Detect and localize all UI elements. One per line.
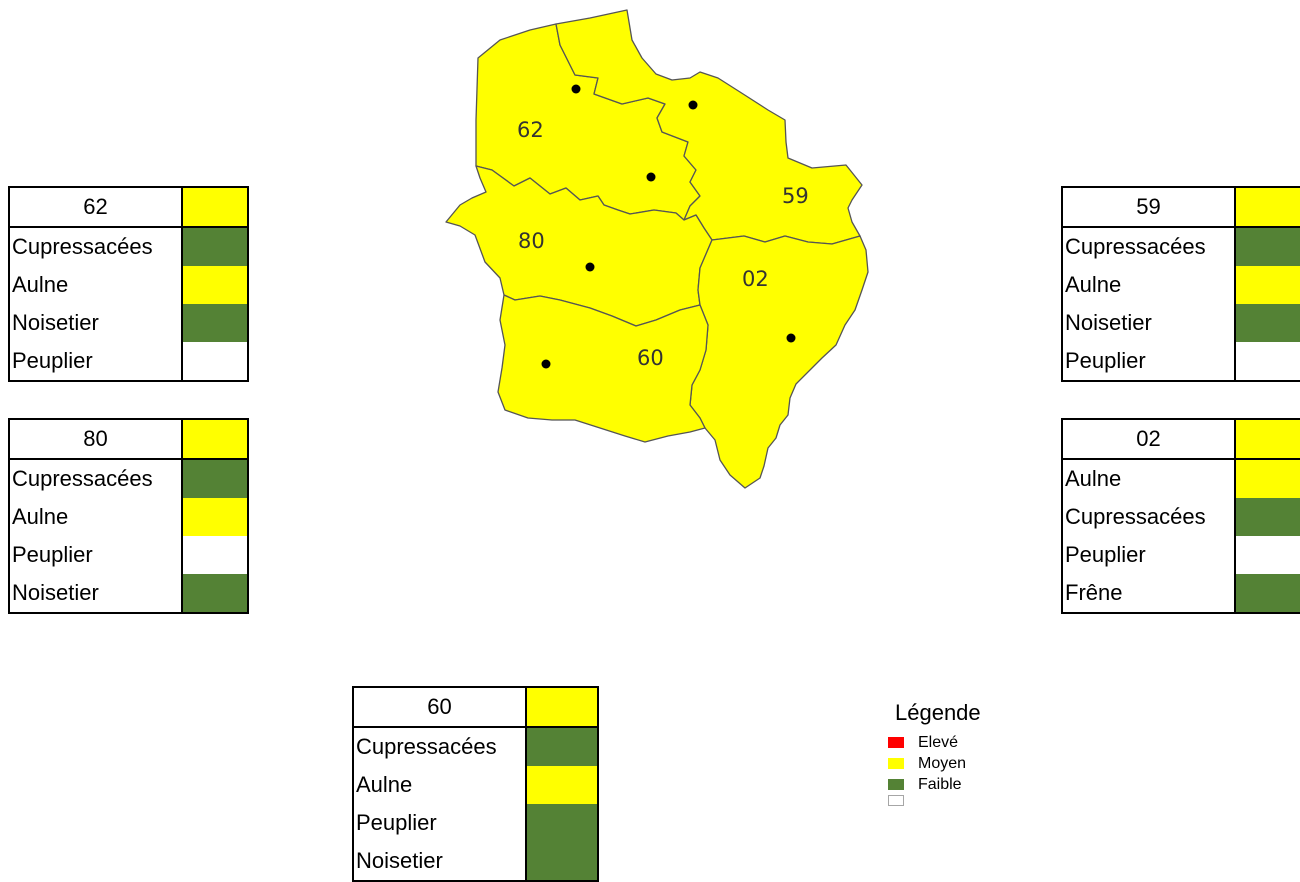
legend-label: Elevé <box>918 733 959 751</box>
map-label-59: 59 <box>782 184 809 208</box>
species-name: Peuplier <box>8 536 183 574</box>
species-level-swatch <box>1235 536 1300 574</box>
species-level-swatch <box>1235 459 1300 498</box>
species-level-swatch <box>1235 266 1300 304</box>
legend-label: Faible <box>918 775 962 793</box>
species-name: Frêne <box>1061 574 1236 614</box>
species-name: Cupressacées <box>1061 227 1236 266</box>
species-name: Peuplier <box>8 342 183 382</box>
species-name: Cupressacées <box>8 227 183 266</box>
dept-level-swatch <box>182 418 249 460</box>
species-name: Noisetier <box>8 304 183 342</box>
species-name: Aulne <box>1061 266 1236 304</box>
dept-02-shape[interactable] <box>689 235 869 489</box>
map-label-02: 02 <box>742 267 769 291</box>
species-level-swatch <box>1235 227 1300 266</box>
species-level-swatch <box>182 304 249 342</box>
dept-code: 62 <box>8 186 183 228</box>
legend: Légende Elevé Moyen Faible <box>888 700 981 809</box>
species-name: Peuplier <box>1061 342 1236 382</box>
species-level-swatch <box>182 536 249 574</box>
legend-title: Légende <box>895 700 981 725</box>
map-label-60: 60 <box>637 346 664 370</box>
species-name: Peuplier <box>352 804 527 842</box>
dept-code: 02 <box>1061 418 1236 460</box>
species-name: Aulne <box>8 266 183 304</box>
dept-level-swatch <box>526 686 599 728</box>
dept-table-60: 60 Cupressacées Aulne Peuplier Noisetier <box>352 686 599 882</box>
city-marker-80 <box>585 262 595 272</box>
species-level-swatch <box>182 498 249 536</box>
map-label-80: 80 <box>518 229 545 253</box>
legend-item-faible: Faible <box>888 774 981 795</box>
species-level-swatch <box>1235 342 1300 382</box>
species-level-swatch <box>1235 304 1300 342</box>
legend-label: Moyen <box>918 754 967 772</box>
city-marker-62-south <box>646 172 656 182</box>
species-name: Peuplier <box>1061 536 1236 574</box>
dept-level-swatch <box>1235 418 1300 460</box>
species-name: Cupressacées <box>8 459 183 498</box>
dept-code: 80 <box>8 418 183 460</box>
species-level-swatch <box>182 574 249 614</box>
species-level-swatch <box>1235 574 1300 614</box>
dept-table-80: 80 Cupressacées Aulne Peuplier Noisetier <box>8 418 249 614</box>
legend-item-nul <box>888 795 981 809</box>
species-level-swatch <box>182 459 249 498</box>
dept-60-shape[interactable] <box>497 294 709 443</box>
dept-level-swatch <box>1235 186 1300 228</box>
city-marker-60 <box>541 359 551 369</box>
dept-code: 59 <box>1061 186 1236 228</box>
species-level-swatch <box>526 842 599 882</box>
species-level-swatch <box>182 266 249 304</box>
species-name: Cupressacées <box>1061 498 1236 536</box>
map-label-62: 62 <box>517 118 544 142</box>
species-level-swatch <box>526 804 599 842</box>
dept-table-62: 62 Cupressacées Aulne Noisetier Peuplier <box>8 186 249 382</box>
species-name: Aulne <box>8 498 183 536</box>
species-name: Noisetier <box>1061 304 1236 342</box>
species-name: Noisetier <box>8 574 183 614</box>
legend-item-eleve: Elevé <box>888 732 981 753</box>
species-name: Noisetier <box>352 842 527 882</box>
city-marker-02 <box>786 333 796 343</box>
species-name: Cupressacées <box>352 727 527 766</box>
dept-code: 60 <box>352 686 527 728</box>
dept-table-59: 59 Cupressacées Aulne Noisetier Peuplier <box>1061 186 1300 382</box>
species-level-swatch <box>182 227 249 266</box>
species-level-swatch <box>182 342 249 382</box>
legend-item-moyen: Moyen <box>888 753 981 774</box>
legend-swatch <box>888 737 904 748</box>
city-marker-59-north <box>688 100 698 110</box>
species-level-swatch <box>526 766 599 804</box>
dept-table-02: 02 Aulne Cupressacées Peuplier Frêne <box>1061 418 1300 614</box>
species-level-swatch <box>1235 498 1300 536</box>
city-marker-62-north <box>571 84 581 94</box>
legend-swatch <box>888 779 904 790</box>
species-name: Aulne <box>1061 459 1236 498</box>
legend-swatch <box>888 795 904 806</box>
legend-swatch <box>888 758 904 769</box>
species-name: Aulne <box>352 766 527 804</box>
species-level-swatch <box>526 727 599 766</box>
dept-level-swatch <box>182 186 249 228</box>
